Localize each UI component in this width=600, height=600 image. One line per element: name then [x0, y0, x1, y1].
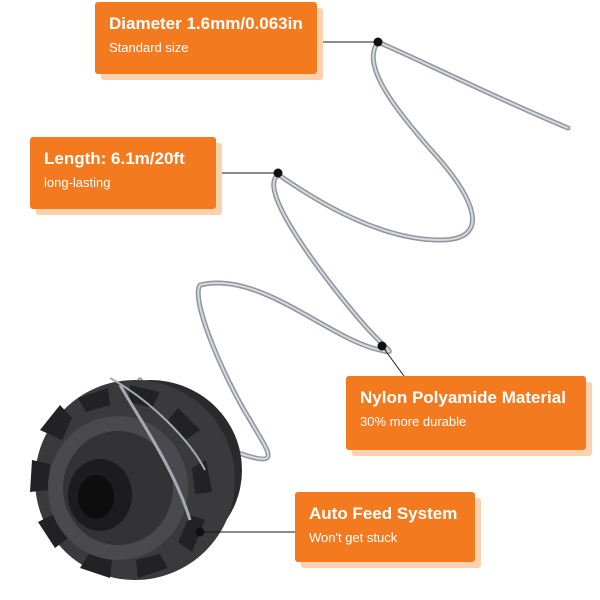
dot-material — [377, 341, 387, 351]
callout-title: Auto Feed System — [309, 504, 458, 523]
dot-diameter — [373, 37, 383, 47]
callout-title: Length: 6.1m/20ft — [44, 149, 185, 168]
callout-subtitle: Won't get stuck — [309, 530, 398, 545]
callout-subtitle: 30% more durable — [360, 414, 467, 429]
callout-length: Length: 6.1m/20ft long-lasting — [30, 137, 216, 209]
callout-subtitle: long-lasting — [44, 175, 111, 190]
dot-autofeed — [195, 527, 205, 537]
callout-subtitle: Standard size — [109, 40, 189, 55]
callout-dots — [195, 37, 387, 537]
callout-leaders — [200, 41, 405, 533]
spool — [30, 377, 242, 580]
callout-title: Nylon Polyamide Material — [360, 388, 566, 407]
trimmer-line — [137, 39, 571, 462]
callout-auto-feed: Auto Feed System Won't get stuck — [295, 492, 475, 562]
callout-material: Nylon Polyamide Material 30% more durabl… — [346, 376, 586, 450]
callout-diameter: Diameter 1.6mm/0.063in Standard size — [95, 2, 317, 74]
dot-length — [273, 168, 283, 178]
callout-title: Diameter 1.6mm/0.063in — [109, 14, 303, 33]
